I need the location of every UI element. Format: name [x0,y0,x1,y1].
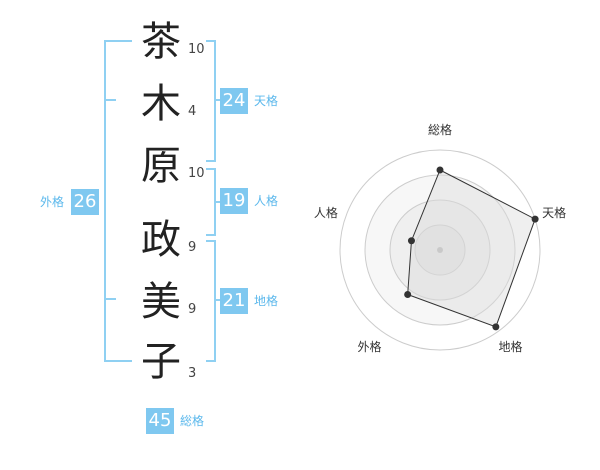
radar-point-3 [492,323,500,331]
name-char-6: 子 [141,339,181,385]
radar-area [407,169,536,328]
chikaku-label: 地格 [254,294,279,308]
gaikaku-bracket [104,40,132,362]
jinkaku-value-badge: 19 [220,188,248,214]
radar-axis-label-5: 人格 [314,205,338,220]
chikaku-value-badge: 21 [220,288,248,314]
soukaku-label: 総格 [180,414,205,428]
name-char-3: 原 [141,143,181,189]
jinkaku-label: 人格 [254,194,279,208]
name-char-2: 木 [141,81,181,127]
stroke-count-5: 9 [188,302,197,317]
radar-axis-label-4: 外格 [357,339,381,354]
radar-axis-label-1: 総格 [428,122,452,137]
stroke-count-6: 3 [188,366,197,381]
stroke-count-3: 10 [188,166,205,181]
gaikaku-value-badge: 26 [71,189,99,215]
radar-point-1 [436,166,444,174]
radar-point-5 [407,237,415,245]
name-char-1: 茶 [141,19,181,65]
tenkaku-label: 天格 [254,94,279,108]
jinkaku-connector [214,201,222,203]
stroke-count-4: 9 [188,240,197,255]
radar-point-4 [404,290,412,298]
gaikaku-label: 外格 [40,195,65,209]
chikaku-bracket [206,240,216,362]
stroke-count-2: 4 [188,104,197,119]
radar-axis-label-2: 天格 [542,205,566,220]
stroke-count-1: 10 [188,42,205,57]
tenkaku-connector [214,99,222,101]
chikaku-connector [214,299,222,301]
radar-axis-label-3: 地格 [499,339,523,354]
gaikaku-tick-1 [106,99,116,101]
gaikaku-tick-2 [106,298,116,300]
tenkaku-value-badge: 24 [220,88,248,114]
name-char-5: 美 [141,279,181,325]
radar-point-2 [531,215,539,223]
tenkaku-bracket [206,40,216,162]
radar-center [437,247,443,253]
name-char-4: 政 [141,217,181,263]
soukaku-value-badge: 45 [146,408,174,434]
